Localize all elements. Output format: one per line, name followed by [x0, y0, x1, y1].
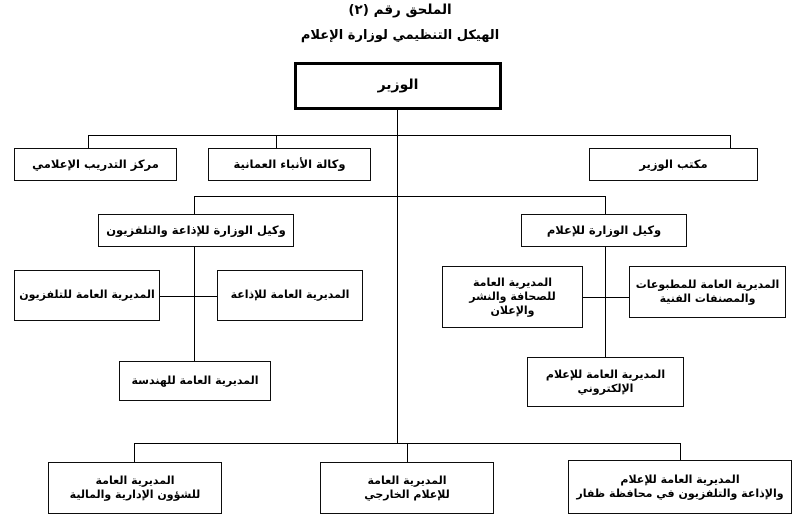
node-dg-external-line1: المديرية العامة — [367, 473, 447, 487]
node-dg-press-line1: المديرية العامة — [473, 275, 552, 289]
node-dg-dhofar[interactable]: المديرية العامة للإعلام والإذاعة والتلفز… — [568, 460, 792, 514]
node-dg-press-line3: والإعلان — [490, 304, 535, 318]
node-dg-electronic-line2: الإلكتروني — [577, 382, 634, 395]
connector-bus-level3 — [194, 196, 606, 198]
connector-drop-admin-affairs — [134, 443, 136, 462]
connector-stub-publications — [605, 297, 629, 299]
node-dg-television[interactable]: المديرية العامة للتلفزيون — [14, 270, 160, 321]
node-dg-admin-financial-affairs[interactable]: المديرية العامة للشؤون الإدارية والمالية — [48, 462, 222, 514]
node-dg-dhofar-line2: والإذاعة والتلفزيون في محافظة ظفار — [576, 487, 784, 500]
node-dg-external-media[interactable]: المديرية العامة للإعلام الخارجي — [320, 462, 494, 514]
node-minister-office-line1: مكتب الوزير — [639, 157, 708, 172]
connector-spine-information — [605, 247, 607, 357]
node-dg-radio[interactable]: المديرية العامة للإذاعة — [217, 270, 363, 321]
connector-drop-undersecretary-information — [605, 196, 607, 214]
page-title: الملحق رقم (٢) — [348, 2, 452, 18]
node-minister-office[interactable]: مكتب الوزير — [589, 148, 758, 181]
node-dg-press-publishing-advertising[interactable]: المديرية العامة للصحافة والنشر والإعلان — [442, 266, 583, 328]
node-dg-electronic-media[interactable]: المديرية العامة للإعلام الإلكتروني — [527, 357, 684, 407]
node-dg-admin-line2: للشؤون الإدارية والمالية — [69, 488, 201, 501]
connector-bus-level2 — [88, 135, 731, 137]
node-dg-publications-line2: والمصنفات الفنية — [659, 292, 756, 305]
connector-trunk-main — [397, 110, 399, 444]
chart-title: الهيكل التنظيمي لوزارة الإعلام — [300, 28, 500, 43]
node-dg-engineering-line1: المديرية العامة للهندسة — [131, 373, 259, 387]
node-dg-publications-line1: المديرية العامة للمطبوعات — [635, 277, 780, 291]
node-dg-radio-line1: المديرية العامة للإذاعة — [230, 288, 350, 302]
connector-drop-dhofar — [680, 443, 682, 460]
node-undersecretary-information-line1: وكيل الوزارة للإعلام — [546, 223, 662, 238]
connector-spine-radio-tv — [194, 247, 196, 361]
connector-stub-television — [160, 296, 195, 298]
node-undersecretary-radio-tv-line1: وكيل الوزارة للإذاعة والتلفزيون — [106, 223, 286, 238]
node-undersecretary-radio-tv[interactable]: وكيل الوزارة للإذاعة والتلفزيون — [98, 214, 294, 247]
node-dg-television-line1: المديرية العامة للتلفزيون — [19, 288, 155, 302]
node-minister[interactable]: الوزير — [294, 62, 502, 110]
node-dg-engineering[interactable]: المديرية العامة للهندسة — [119, 361, 271, 401]
connector-drop-external-media — [407, 443, 409, 462]
connector-drop-news-agency — [276, 135, 278, 148]
node-dg-admin-line1: المديرية العامة — [95, 473, 175, 487]
node-dg-dhofar-line1: المديرية العامة للإعلام — [620, 472, 740, 486]
connector-stub-press — [583, 297, 606, 299]
node-oman-news-agency-line1: وكالة الأنباء العمانية — [233, 157, 346, 172]
connector-drop-media-training — [88, 135, 90, 148]
node-media-training-center-line1: مركز التدريب الإعلامي — [32, 157, 159, 172]
node-dg-publications-artworks[interactable]: المديرية العامة للمطبوعات والمصنفات الفن… — [629, 266, 786, 318]
node-media-training-center[interactable]: مركز التدريب الإعلامي — [14, 148, 177, 181]
node-oman-news-agency[interactable]: وكالة الأنباء العمانية — [208, 148, 371, 181]
connector-drop-undersecretary-radio-tv — [194, 196, 196, 214]
node-dg-external-line2: للإعلام الخارجي — [364, 488, 450, 501]
connector-drop-minister-office — [730, 135, 732, 148]
node-dg-press-line2: للصحافة والنشر — [469, 289, 556, 303]
connector-stub-radio — [194, 296, 217, 298]
node-dg-electronic-line1: المديرية العامة للإعلام — [545, 367, 666, 381]
node-undersecretary-information[interactable]: وكيل الوزارة للإعلام — [521, 214, 687, 247]
node-minister-line1: الوزير — [377, 77, 419, 94]
